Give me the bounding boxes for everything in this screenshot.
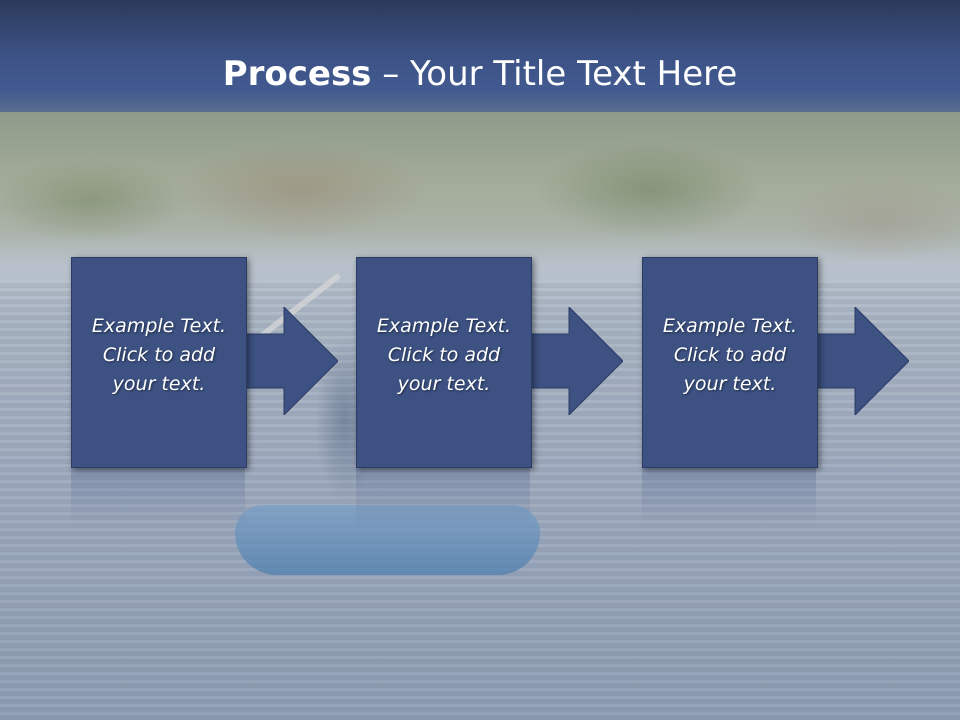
- step-line: Example Text.: [662, 315, 798, 337]
- process-step-3[interactable]: Example Text. Click to add your text.: [642, 257, 818, 468]
- background-kayak: [235, 505, 540, 575]
- step-line: your text.: [112, 373, 206, 395]
- step-text[interactable]: Example Text. Click to add your text.: [79, 312, 239, 399]
- title-bold: Process: [222, 54, 372, 94]
- right-arrow-icon: [244, 307, 338, 415]
- process-step-2[interactable]: Example Text. Click to add your text.: [356, 257, 532, 468]
- step-text[interactable]: Example Text. Click to add your text.: [364, 312, 524, 399]
- slide-title[interactable]: Process – Your Title Text Here: [0, 50, 960, 98]
- step-line: your text.: [397, 373, 491, 395]
- step-line: Click to add: [387, 344, 501, 366]
- step-reflection: [642, 467, 816, 527]
- step-line: Example Text.: [376, 315, 512, 337]
- step-reflection: [71, 467, 245, 527]
- right-arrow-icon: [529, 307, 623, 415]
- step-text[interactable]: Example Text. Click to add your text.: [650, 312, 810, 399]
- right-arrow-icon: [815, 307, 909, 415]
- step-line: Click to add: [102, 344, 216, 366]
- step-line: Example Text.: [91, 315, 227, 337]
- step-line: Click to add: [673, 344, 787, 366]
- title-rest: – Your Title Text Here: [371, 54, 738, 94]
- step-reflection: [356, 467, 530, 527]
- background-shoreline: [0, 110, 960, 280]
- title-bar: [0, 0, 960, 112]
- process-step-1[interactable]: Example Text. Click to add your text.: [71, 257, 247, 468]
- step-line: your text.: [683, 373, 777, 395]
